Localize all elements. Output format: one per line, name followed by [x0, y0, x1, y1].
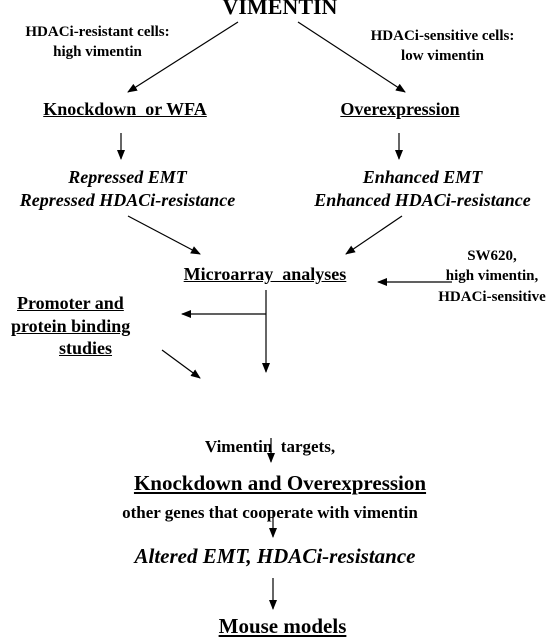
repressed-hdaci-resistance: Repressed HDACi-resistance	[19, 189, 236, 210]
title-vimentin: VIMENTIN	[222, 0, 338, 19]
vimentin-targets-line2: other genes that cooperate with vimentin	[122, 503, 418, 523]
arrow-title-to-knockdown	[127, 21, 239, 93]
enhanced-emt: Enhanced EMT	[362, 167, 483, 187]
left-branch-label-line1: HDACi-resistant cells:	[25, 24, 170, 40]
left-branch-label-line2: high vimentin	[53, 44, 142, 61]
arrow-repressed-to-microarray	[127, 215, 201, 255]
promoter-studies: Promoter and protein binding studies	[5, 292, 170, 360]
promoter-line2: protein binding	[11, 315, 131, 336]
right-branch-label-line2: low vimentin	[401, 48, 484, 65]
arrow-enhanced-to-microarray	[345, 215, 403, 255]
altered-emt-hdaci-resistance: Altered EMT, HDACi-resistance	[134, 544, 416, 568]
promoter-line1: Promoter and	[17, 293, 124, 313]
mouse-models: Mouse models	[218, 614, 347, 638]
right-branch-result: Enhanced EMT Enhanced HDACi-resistance	[290, 166, 555, 211]
microarray-analyses: Microarray analyses	[183, 264, 347, 284]
sw620-line1: SW620,	[467, 248, 517, 264]
enhanced-hdaci-resistance: Enhanced HDACi-resistance	[314, 189, 531, 210]
knockdown-and-overexpression: Knockdown and Overexpression	[133, 471, 427, 495]
repressed-emt: Repressed EMT	[68, 167, 187, 187]
arrow-promoter-to-targets	[161, 349, 201, 379]
sw620-line2: high vimentin,	[445, 268, 539, 285]
left-branch-result: Repressed EMT Repressed HDACi-resistance	[0, 166, 255, 211]
vimentin-targets-line1: Vimentin targets,	[204, 437, 336, 457]
arrow-title-to-overexpression	[297, 21, 406, 93]
right-branch-label: HDACi-sensitive cells: low vimentin	[340, 26, 545, 67]
overexpression: Overexpression	[340, 99, 460, 119]
right-branch-label-line1: HDACi-sensitive cells:	[370, 28, 515, 44]
knockdown-or-wfa: Knockdown or WFA	[43, 99, 207, 119]
left-branch-label: HDACi-resistant cells: high vimentin	[0, 22, 195, 63]
promoter-line3: studies	[59, 338, 113, 358]
sw620-line3: HDACi-sensitive	[438, 288, 546, 305]
sw620-label: SW620, high vimentin, HDACi-sensitive	[420, 246, 559, 307]
vimentin-targets: Vimentin targets, other genes that coope…	[60, 392, 480, 569]
